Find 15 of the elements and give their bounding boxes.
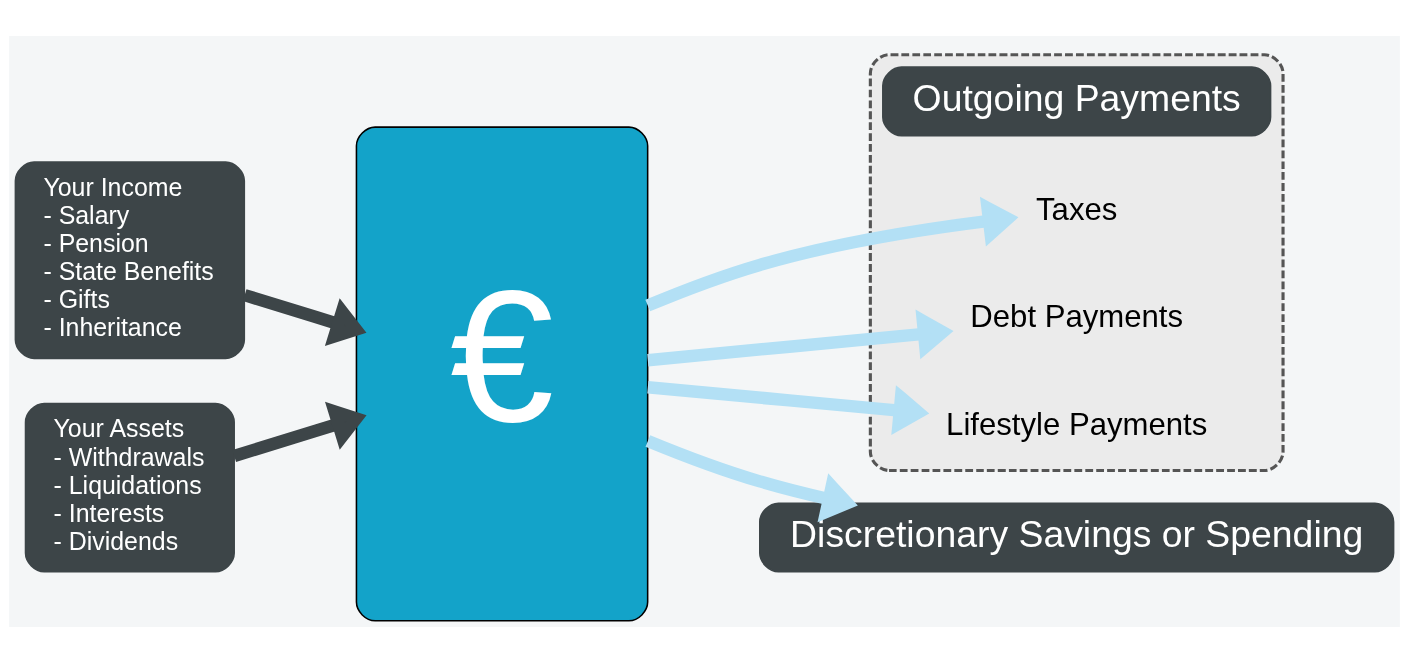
cluster [868,52,1285,472]
arrow [232,401,367,462]
node-box: Your Income - Salary - Pension - State Benefits - Gifts - Inheritance [14,160,246,359]
node-box: Your Assets - Withdrawals - Liquidations - Interests - Dividends [24,402,235,572]
node-box: Discretionary Savings or Spending [759,501,1395,572]
arrow [645,196,1019,311]
node-text: Lifestyle Payments [946,406,1208,442]
arrow [647,380,930,435]
arrow [645,434,858,522]
node-text: Taxes [1036,191,1118,227]
node-box: Outgoing Payments [882,65,1272,136]
arrow [242,288,367,346]
arrow [647,309,954,366]
node-text: Debt Payments [970,298,1184,334]
node-box: € [355,125,649,622]
